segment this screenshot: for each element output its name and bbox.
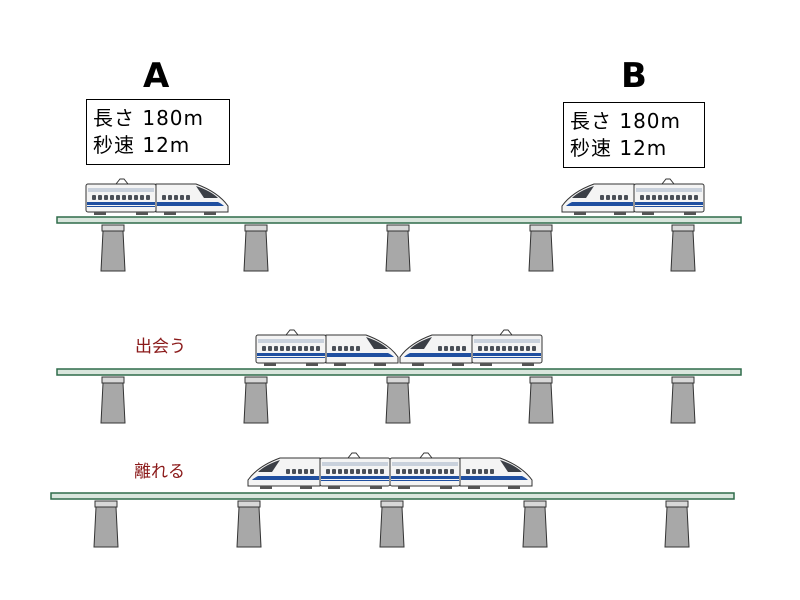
train-a-length: 長さ 180m [93, 106, 205, 130]
train-a-letter: A [143, 56, 170, 96]
train-b-row-1 [561, 178, 705, 216]
train-a-row-2 [255, 329, 399, 367]
leave-stage-label: 離れる [134, 462, 185, 482]
track-row-3 [50, 492, 735, 500]
train-b-row-3 [247, 452, 391, 490]
train-b-row-2 [399, 329, 543, 367]
train-b-letter: B [621, 56, 647, 96]
track-row-2 [56, 368, 742, 376]
meet-stage-label: 出会う [135, 337, 186, 357]
train-a-row-3 [389, 452, 533, 490]
train-b-length: 長さ 180m [570, 109, 682, 133]
pillars-row-1 [100, 224, 696, 272]
train-a-row-1 [85, 178, 229, 216]
train-a-speed: 秒速 12m [93, 133, 191, 157]
pillars-row-3 [93, 500, 690, 548]
train-b-speed: 秒速 12m [570, 136, 668, 160]
track-row-1 [56, 216, 742, 224]
pillars-row-2 [100, 376, 696, 424]
train-a-info-box: 長さ 180m 秒速 12m [86, 99, 230, 165]
train-b-info-box: 長さ 180m 秒速 12m [563, 102, 705, 168]
